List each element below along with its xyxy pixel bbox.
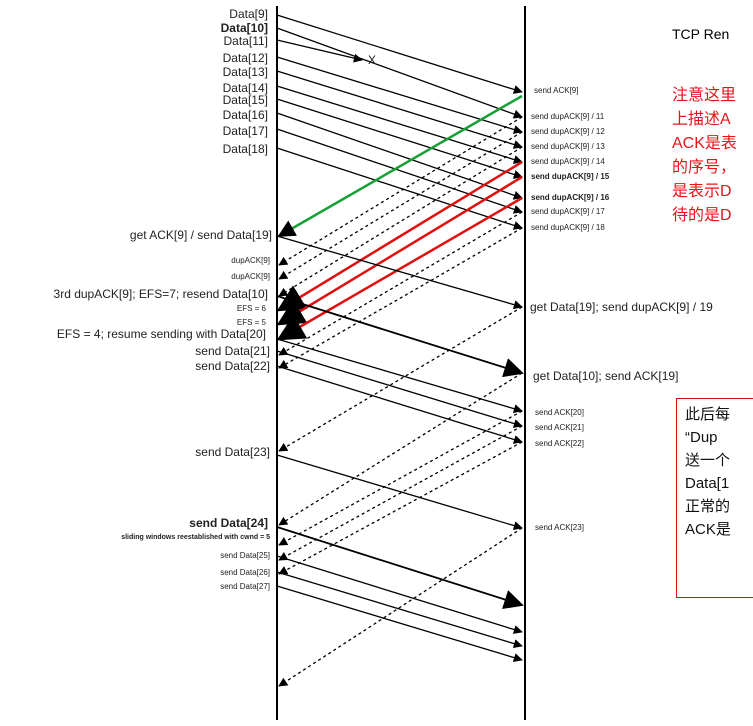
- label-get-ack9-send19: get ACK[9] / send Data[19]: [129, 228, 272, 242]
- label-data-14: Data[14]: [222, 81, 268, 95]
- arrow-data-10-resend: [276, 295, 524, 378]
- label-send-ack-21: send ACK[21]: [535, 423, 584, 432]
- label-data-9: Data[9]: [229, 7, 268, 21]
- label-data-10: Data[10]: [220, 21, 268, 35]
- arrow-dupack-14: [276, 160, 523, 312]
- label-send-data-21: send Data[21]: [195, 344, 270, 358]
- explanation-box: 此后每 “Dup 送一个 Data[1 正常的 ACK是: [676, 398, 753, 598]
- arrow-ack-23: [278, 527, 523, 687]
- arrow-data-16: [276, 112, 523, 200]
- label-send-ack-9: send ACK[9]: [534, 86, 579, 95]
- label-dupack-14: send dupACK[9] / 14: [531, 157, 605, 166]
- arrow-ack-21: [278, 425, 523, 561]
- label-send-ack-20: send ACK[20]: [535, 408, 584, 417]
- label-data-15: Data[15]: [222, 93, 268, 107]
- red-note: 注意这里 上描述A ACK是表 的序号， 是表示D 待的是D: [672, 84, 737, 228]
- red-note-line: 上描述A: [672, 111, 731, 128]
- arrow-ack-19: [278, 372, 523, 526]
- label-data-11: Data[11]: [223, 34, 268, 48]
- arrow-ack-22: [278, 441, 523, 575]
- diagram-title: TCP Ren: [672, 26, 730, 42]
- label-data-13: Data[13]: [222, 65, 268, 79]
- arrow-data-23: [276, 454, 523, 531]
- label-send-data-25: send Data[25]: [220, 551, 270, 560]
- label-send-data-26: send Data[26]: [220, 568, 270, 577]
- label-dupack-11: send dupACK[9] / 11: [531, 112, 605, 121]
- label-send-ack-23: send ACK[23]: [535, 523, 584, 532]
- arrow-data-19: [276, 235, 523, 310]
- label-dupack-13: send dupACK[9] / 13: [531, 142, 605, 151]
- red-note-line: ACK是表: [672, 135, 737, 152]
- arrow-dupack-17: [278, 211, 523, 356]
- label-dupack-2: dupACK[9]: [231, 272, 270, 281]
- label-send-data-24: send Data[24]: [189, 516, 268, 530]
- arrow-data-20: [276, 338, 523, 414]
- label-efs-4-resume: EFS = 4; resume sending with Data[20]: [56, 327, 266, 341]
- arrow-dupack-19: [278, 306, 523, 452]
- label-get-data-19: get Data[19]; send dupACK[9] / 19: [530, 300, 713, 314]
- arrow-data-15: [276, 98, 523, 179]
- label-dupack-16: send dupACK[9] / 16: [531, 193, 610, 202]
- arrow-data-17: [276, 128, 523, 214]
- arrow-data-12: [276, 56, 523, 134]
- box-line: Data[1: [685, 475, 730, 492]
- arrow-dupack-11: [278, 116, 523, 266]
- label-send-ack-22: send ACK[22]: [535, 439, 584, 448]
- label-dupack-17: send dupACK[9] / 17: [531, 207, 605, 216]
- label-efs-5: EFS = 5: [236, 318, 266, 327]
- arrow-dupack-12: [278, 131, 523, 280]
- label-send-data-23: send Data[23]: [195, 445, 270, 459]
- label-sliding-window: sliding windows reestablished with cwnd …: [121, 534, 270, 541]
- arrow-data-13: [276, 70, 523, 149]
- arrow-dupack-16: [276, 196, 523, 341]
- red-note-line: 待的是D: [672, 207, 732, 224]
- lost-packet-marker: X: [368, 53, 377, 67]
- label-data-18: Data[18]: [222, 142, 268, 156]
- arrow-data-26: [276, 571, 523, 648]
- arrow-data-9: [276, 14, 523, 94]
- arrow-dupack-18: [278, 227, 523, 369]
- label-data-17: Data[17]: [222, 124, 268, 138]
- box-line: 此后每: [685, 406, 731, 423]
- label-dupack-15: send dupACK[9] / 15: [531, 172, 610, 181]
- arrow-dupack-15: [276, 175, 523, 326]
- label-dupack-12: send dupACK[9] / 12: [531, 127, 605, 136]
- label-data-16: Data[16]: [222, 108, 268, 122]
- label-efs-6: EFS = 6: [236, 304, 266, 313]
- label-data-12: Data[12]: [222, 51, 268, 65]
- arrow-data-22: [276, 365, 523, 444]
- red-note-line: 是表示D: [672, 183, 732, 200]
- arrow-data-10: [276, 27, 523, 119]
- arrow-dupack-13: [278, 146, 523, 297]
- label-get-data-10: get Data[10]; send ACK[19]: [533, 369, 679, 383]
- arrow-data-18: [276, 147, 523, 230]
- arrow-data-11-lost: [276, 39, 363, 63]
- red-note-line: 注意这里: [672, 87, 737, 104]
- arrow-data-24: [276, 526, 524, 610]
- label-dupack-18: send dupACK[9] / 18: [531, 223, 605, 232]
- arrow-ack-9: [277, 94, 523, 238]
- arrow-ack-20: [278, 410, 523, 546]
- box-line: ACK是: [685, 521, 731, 538]
- box-line: 送一个: [685, 452, 731, 469]
- red-note-line: 的序号，: [672, 159, 737, 176]
- box-line: “Dup: [685, 429, 718, 446]
- label-send-data-27: send Data[27]: [220, 582, 270, 591]
- arrow-data-25: [276, 555, 523, 634]
- label-dupack-1: dupACK[9]: [231, 256, 270, 265]
- box-line: 正常的: [685, 498, 731, 515]
- label-third-dupack: 3rd dupACK[9]; EFS=7; resend Data[10]: [53, 287, 268, 301]
- label-send-data-22: send Data[22]: [195, 359, 270, 373]
- arrow-data-14: [276, 85, 523, 164]
- arrow-data-27: [276, 585, 523, 662]
- arrow-data-21: [276, 350, 523, 428]
